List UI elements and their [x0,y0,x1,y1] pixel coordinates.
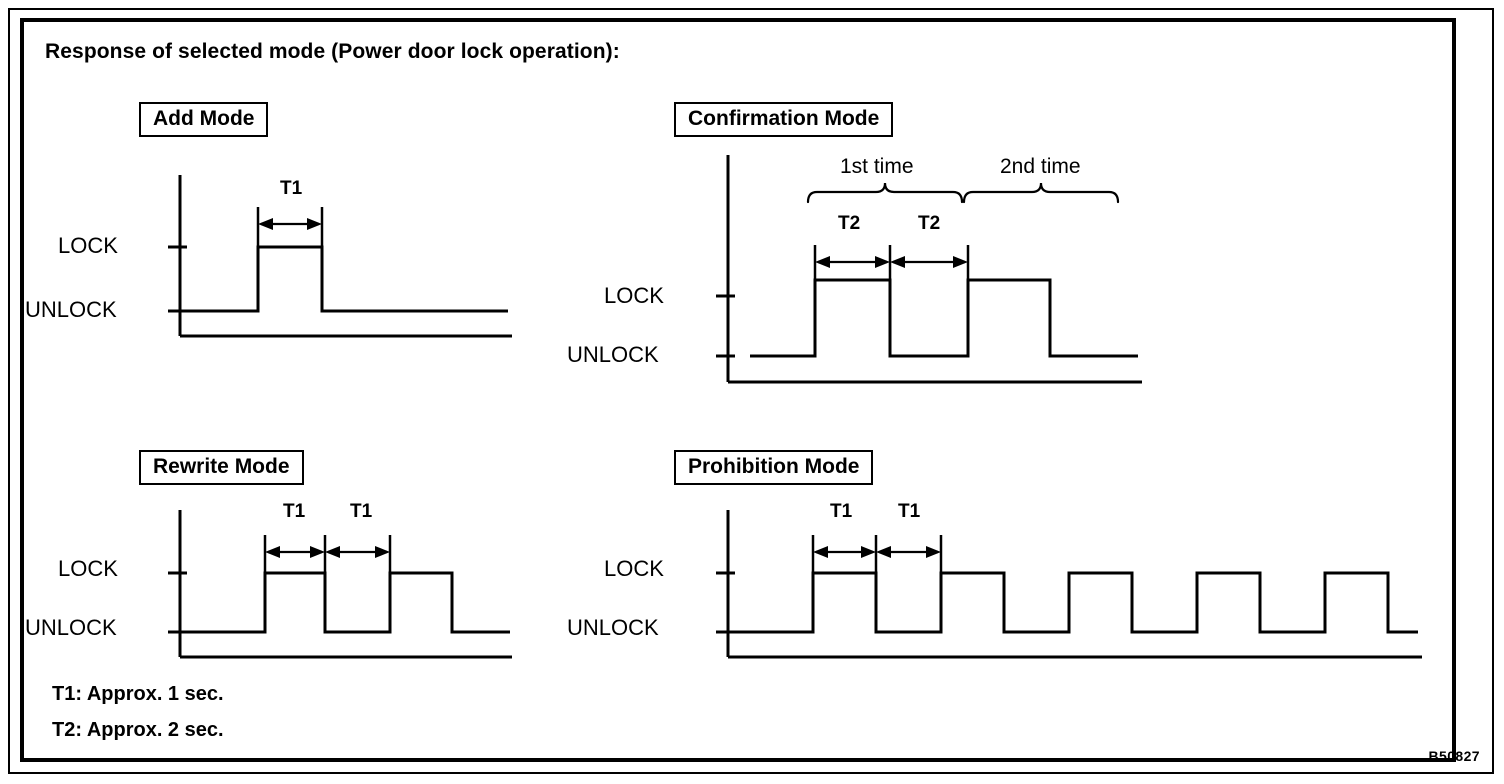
prohibition-mode-signal-trace [734,571,1418,634]
add-mode-arrow-right [307,218,322,230]
confirmation-group-label-2nd: 2nd time [1000,155,1081,178]
prohibition-dim-label-t1-a: T1 [830,501,853,522]
rewrite-arrow-b-left [325,546,340,558]
confirmation-group-label-1st: 1st time [840,155,914,178]
confirmation-mode-lock-label: LOCK [604,283,664,308]
rewrite-arrow-b-right [375,546,390,558]
rewrite-mode-unlock-label: UNLOCK [25,615,117,640]
rewrite-dim-label-t1-a: T1 [283,501,306,522]
confirmation-mode-chart [716,155,1142,384]
rewrite-dim-label-t1-b: T1 [350,501,373,522]
figure-reference-code: B50827 [1428,748,1480,764]
rewrite-mode-waveform-panel [140,495,540,675]
legend-t1: T1: Approx. 1 sec. [52,683,224,705]
mode-title-confirmation: Confirmation Mode [674,102,894,137]
rewrite-arrow-a-left [265,546,280,558]
add-mode-waveform-panel [140,150,540,350]
prohibition-arrow-b-right [926,546,941,558]
prohibition-mode-unlock-label: UNLOCK [567,615,659,640]
rewrite-arrow-a-right [310,546,325,558]
rewrite-mode-chart [168,510,512,659]
add-mode-unlock-label: UNLOCK [25,297,117,322]
confirmation-brace-1st [806,182,964,204]
rewrite-mode-lock-label: LOCK [58,556,118,581]
confirmation-arrow-b-right [953,256,968,268]
confirmation-dim-label-t2-a: T2 [838,213,861,234]
confirmation-arrow-a-left [815,256,830,268]
rewrite-mode-signal-trace [186,571,510,634]
prohibition-mode-chart [716,510,1422,659]
confirmation-arrow-b-left [890,256,905,268]
confirmation-arrow-a-right [875,256,890,268]
confirmation-mode-waveform-panel [700,140,1170,390]
add-mode-lock-label: LOCK [58,233,118,258]
confirmation-mode-signal-trace [750,278,1138,358]
diagram-inner-border [20,18,1456,762]
prohibition-arrow-a-left [813,546,828,558]
prohibition-arrow-a-right [861,546,876,558]
mode-title-prohibition: Prohibition Mode [674,450,874,485]
add-mode-chart [168,175,512,338]
prohibition-mode-waveform-panel [700,495,1440,675]
legend-t2: T2: Approx. 2 sec. [52,719,224,741]
page-title: Response of selected mode (Power door lo… [45,40,620,63]
confirmation-brace-2nd [962,182,1120,204]
diagram-outer-border [8,8,1494,774]
mode-title-add: Add Mode [139,102,269,137]
prohibition-arrow-b-left [876,546,891,558]
confirmation-mode-unlock-label: UNLOCK [567,342,659,367]
prohibition-dim-label-t1-b: T1 [898,501,921,522]
confirmation-dim-label-t2-b: T2 [918,213,941,234]
add-mode-arrow-left [258,218,273,230]
prohibition-mode-lock-label: LOCK [604,556,664,581]
mode-title-rewrite: Rewrite Mode [139,450,304,485]
add-mode-signal-trace [185,245,508,313]
add-mode-dim-label-t1: T1 [280,178,303,199]
